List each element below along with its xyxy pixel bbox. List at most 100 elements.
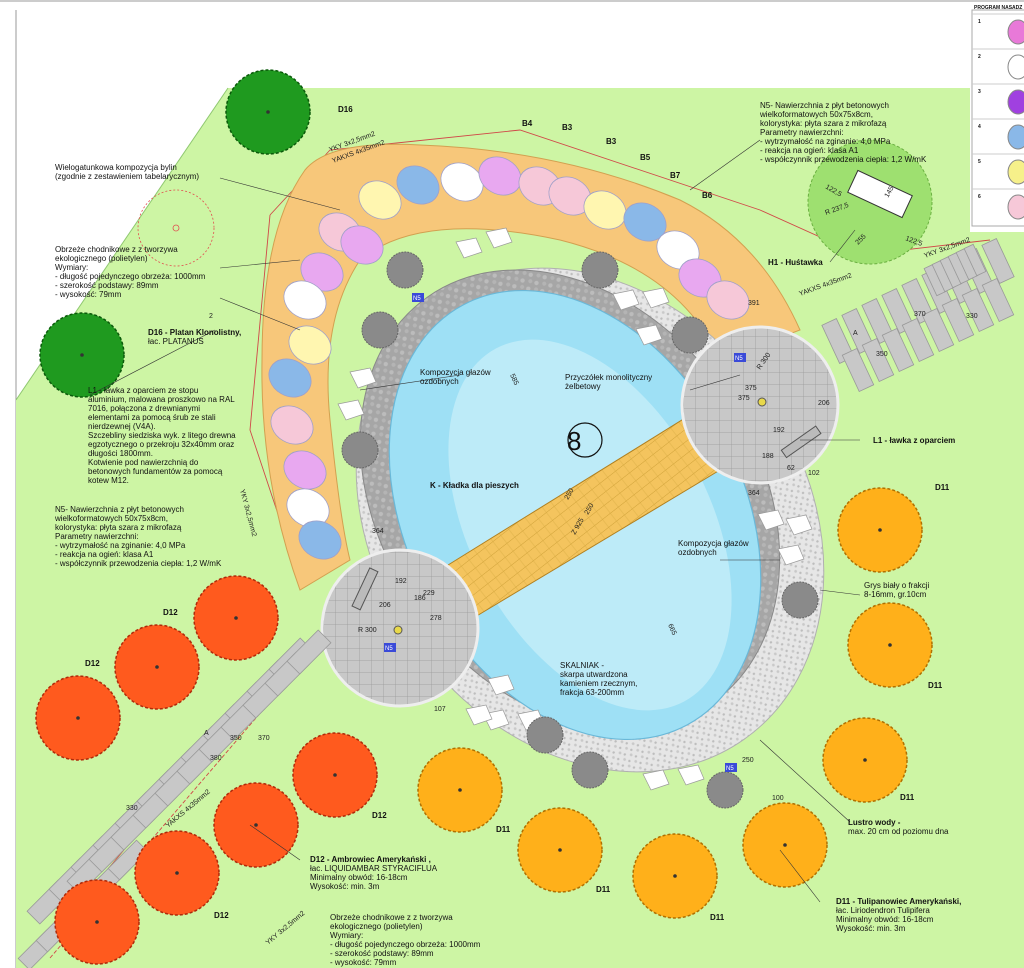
dimension-label: 364 xyxy=(748,490,760,497)
shrub xyxy=(781,581,819,619)
note-bench-right: L1 - ławka z oparciem xyxy=(873,436,955,445)
note-n5-left: - reakcja na ogień: klasa A1 xyxy=(55,550,154,559)
tree-trunk-marker xyxy=(878,528,882,532)
tree-label: D11 xyxy=(710,913,725,922)
rock xyxy=(465,704,493,726)
tree-trunk-marker xyxy=(175,871,179,875)
note-bench-left: betonowych fundamentów za pomocą xyxy=(88,467,223,476)
rock xyxy=(635,324,663,346)
note-edging-bottom: - długość pojedynczego obrzeża: 1000mm xyxy=(330,940,481,949)
note-d16: łac. PLATANUS xyxy=(148,337,204,346)
tree-trunk-marker xyxy=(863,758,867,762)
perennial-blob xyxy=(358,180,402,220)
dimension-label: 145 xyxy=(884,185,896,199)
dimension-label: 250 xyxy=(564,487,576,501)
note-bench-left: Kotwienie pod nawierzchnią do xyxy=(88,458,199,467)
legend-swatch xyxy=(1007,19,1024,45)
dimension-label: R 300 xyxy=(358,627,377,634)
legend-row-number: 6 xyxy=(978,194,981,200)
note-bench-left: 7016, połączona z drewnianymi xyxy=(88,404,200,413)
perennial-blob xyxy=(268,358,312,398)
note-rocks-1: ozdobnych xyxy=(420,377,459,386)
note-water-level: max. 20 cm od poziomu dna xyxy=(848,827,949,836)
bed-label: B6 xyxy=(702,191,713,200)
note-gravel: 8-16mm, gr.10cm xyxy=(864,590,927,599)
tree-trunk-marker xyxy=(266,110,270,114)
rock xyxy=(757,509,785,531)
note-perennials: (zgodnie z zestawieniem tabelarycznym) xyxy=(55,172,199,181)
dimension-label: 62 xyxy=(787,465,795,472)
note-rockery: skarpa utwardzona xyxy=(560,670,628,679)
tree-trunk-marker xyxy=(783,843,787,847)
dimension-label: 107 xyxy=(434,706,446,713)
note-rocks-2: ozdobnych xyxy=(678,548,717,557)
dimension-label: 350 xyxy=(876,351,888,358)
leader-lines xyxy=(89,139,861,903)
rock xyxy=(777,544,805,566)
lamp-right-icon xyxy=(757,397,767,407)
rock xyxy=(785,514,813,536)
dimension-label: 380 xyxy=(210,755,222,762)
tree-trunk-marker xyxy=(888,643,892,647)
note-edging-top: Wymiary: xyxy=(55,263,88,272)
paving-slab xyxy=(921,307,955,353)
note-rockery: kamieniem rzecznym, xyxy=(560,679,637,688)
note-rockery: SKALNIAK - xyxy=(560,661,604,670)
note-perennials: Wielogatunkowa kompozycja bylin xyxy=(55,163,177,172)
note-rocks-2: Kompozycja głazów xyxy=(678,539,749,548)
paving-slab xyxy=(286,629,332,675)
dimension-label: 391 xyxy=(748,300,760,307)
perennial-blob xyxy=(396,165,440,205)
legend-swatch xyxy=(1007,159,1024,185)
perennial-blobs xyxy=(268,156,750,560)
tree-label: D11 xyxy=(496,825,511,834)
shrub xyxy=(526,716,564,754)
note-edging-top: - szerokość podstawy: 89mm xyxy=(55,281,159,290)
note-bridge: K - Kładka dla pieszych xyxy=(430,481,519,490)
tree-trunk-marker xyxy=(254,823,258,827)
n5-surface-marker xyxy=(725,763,737,772)
note-d11: łac. Liriodendron Tulipifera xyxy=(836,906,930,915)
legend-swatch xyxy=(1007,124,1024,150)
note-n5-left: - wytrzymałość na zginanie: 4,0 MPa xyxy=(55,541,186,550)
rock xyxy=(612,289,640,311)
dimension-label: 330 xyxy=(966,313,978,320)
legend-swatch xyxy=(1007,194,1024,220)
tree-label: D11 xyxy=(928,681,943,690)
rock xyxy=(487,674,515,696)
note-abutment: żelbetowy xyxy=(565,382,601,391)
note-n5-right: kolorystyka: płyta szara z mikrofazą xyxy=(760,119,887,128)
dimension-label: 665 xyxy=(666,623,677,637)
note-n5-left: wielkoformatowych 50x75x8cm, xyxy=(54,514,168,523)
note-bench-left: aluminium, malowana proszkowo na RAL xyxy=(88,395,235,404)
note-bench-left: nierdzewnej (V4A). xyxy=(88,422,156,431)
bench-left xyxy=(351,567,379,611)
bed-label: B3 xyxy=(562,123,573,132)
note-d12: Minimalny obwód: 16-18cm xyxy=(310,873,408,882)
perennial-blob xyxy=(340,225,384,265)
note-rockery: frakcja 63-200mm xyxy=(560,688,624,697)
dimension-label: 370 xyxy=(914,311,926,318)
shrub xyxy=(386,251,424,289)
detail-marker: 2 xyxy=(209,313,213,320)
note-swing: H1 - Huśtawka xyxy=(768,258,823,267)
note-d11: Minimalny obwód: 16-18cm xyxy=(836,915,934,924)
n5-marker-label: N5 xyxy=(385,646,393,652)
bed-label: B4 xyxy=(522,119,533,128)
paving-slab xyxy=(901,317,935,363)
section-marker: A xyxy=(204,730,209,737)
perennial-blob xyxy=(288,325,332,365)
paving-slab xyxy=(981,277,1015,323)
perennial-blob xyxy=(298,520,342,560)
dimension-label: 192 xyxy=(395,578,407,585)
note-bench-left: egzotycznego o przekroju 32x40mm oraz xyxy=(88,440,234,449)
shrub xyxy=(341,431,379,469)
note-n5-right: - wytrzymałość na zginanie: 4,0 MPa xyxy=(760,137,891,146)
note-bench-left: Szczebliny siedziska wyk. z litego drewn… xyxy=(88,431,236,440)
perennial-blob xyxy=(283,280,327,320)
bed-label: B3 xyxy=(606,137,617,146)
n5-marker-label: N5 xyxy=(735,356,743,362)
dimension-label: 229 xyxy=(423,590,435,597)
